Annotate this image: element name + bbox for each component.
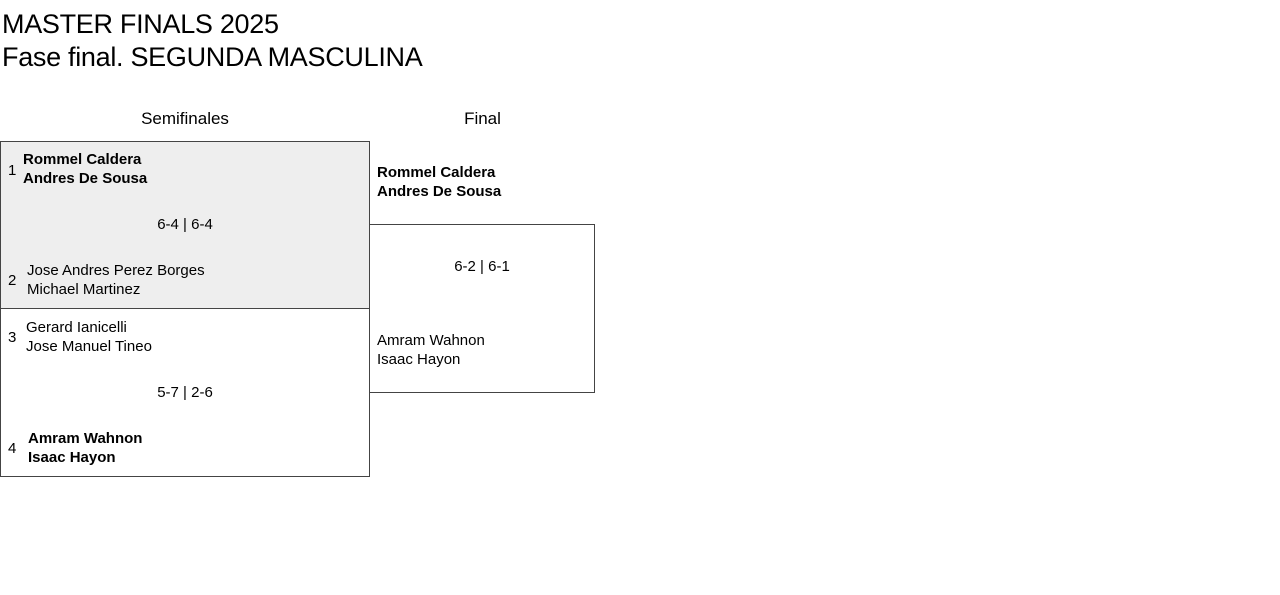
player-name: Isaac Hayon xyxy=(28,449,116,466)
player-name: Jose Andres Perez Borges xyxy=(27,262,205,279)
round-header-final: Final xyxy=(464,109,501,128)
seed-number: 1 xyxy=(8,162,17,179)
player-name: Isaac Hayon xyxy=(377,351,461,368)
match-score: 5-7 | 2-6 xyxy=(157,384,213,401)
team-names: Amram Wahnon Isaac Hayon xyxy=(28,429,142,467)
match-score: 6-2 | 6-1 xyxy=(454,258,510,275)
player-name: Amram Wahnon xyxy=(377,332,485,349)
seed-number: 4 xyxy=(8,440,17,457)
semifinal-match-1: 1 Rommel Caldera Andres De Sousa 6-4 | 6… xyxy=(0,141,370,309)
seed-number: 3 xyxy=(8,329,17,346)
player-name: Jose Manuel Tineo xyxy=(26,338,152,355)
page-title: MASTER FINALS 2025 xyxy=(2,9,279,39)
team-names: Rommel Caldera Andres De Sousa xyxy=(23,150,147,188)
team-names: Jose Andres Perez Borges Michael Martine… xyxy=(27,261,205,299)
round-header-semifinals: Semifinales xyxy=(141,109,229,128)
semifinal-match-2: 3 Gerard Ianicelli Jose Manuel Tineo 5-7… xyxy=(0,308,370,477)
player-name: Rommel Caldera xyxy=(377,164,496,181)
final-team-1: Rommel Caldera Andres De Sousa xyxy=(377,163,501,201)
player-name: Andres De Sousa xyxy=(377,183,502,200)
player-name: Gerard Ianicelli xyxy=(26,319,127,336)
match-score: 6-4 | 6-4 xyxy=(157,216,213,233)
seed-number: 2 xyxy=(8,272,17,289)
team-names: Gerard Ianicelli Jose Manuel Tineo xyxy=(26,318,152,356)
player-name: Andres De Sousa xyxy=(23,170,148,187)
final-team-2: Amram Wahnon Isaac Hayon xyxy=(377,331,485,369)
page-subtitle: Fase final. SEGUNDA MASCULINA xyxy=(2,42,423,72)
player-name: Rommel Caldera xyxy=(23,151,142,168)
final-match: 6-2 | 6-1 Amram Wahnon Isaac Hayon xyxy=(369,224,595,393)
player-name: Amram Wahnon xyxy=(28,430,143,447)
player-name: Michael Martinez xyxy=(27,281,141,298)
